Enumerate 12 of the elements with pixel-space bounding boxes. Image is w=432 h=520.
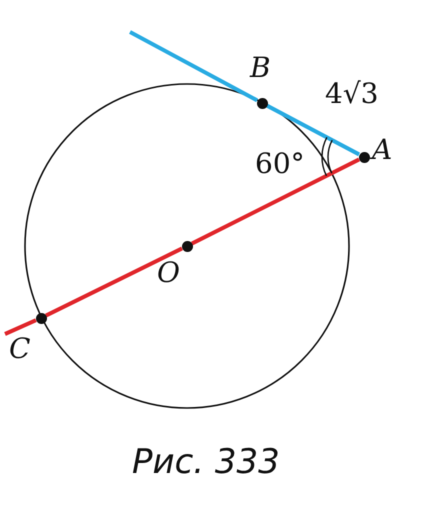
edge-label: 4√3 (325, 78, 378, 110)
line-segment (45, 246, 183, 318)
angle-label: 60° (255, 148, 305, 180)
line-segment (191, 158, 360, 246)
line-segment (4, 318, 37, 336)
line-segment (266, 104, 360, 156)
point-label: B (250, 53, 271, 83)
point-label: O (157, 258, 180, 288)
figure-caption: Рис. 333 (132, 442, 280, 482)
point-label: A (372, 135, 392, 165)
line-segment (129, 30, 258, 102)
point-label: C (9, 334, 30, 364)
